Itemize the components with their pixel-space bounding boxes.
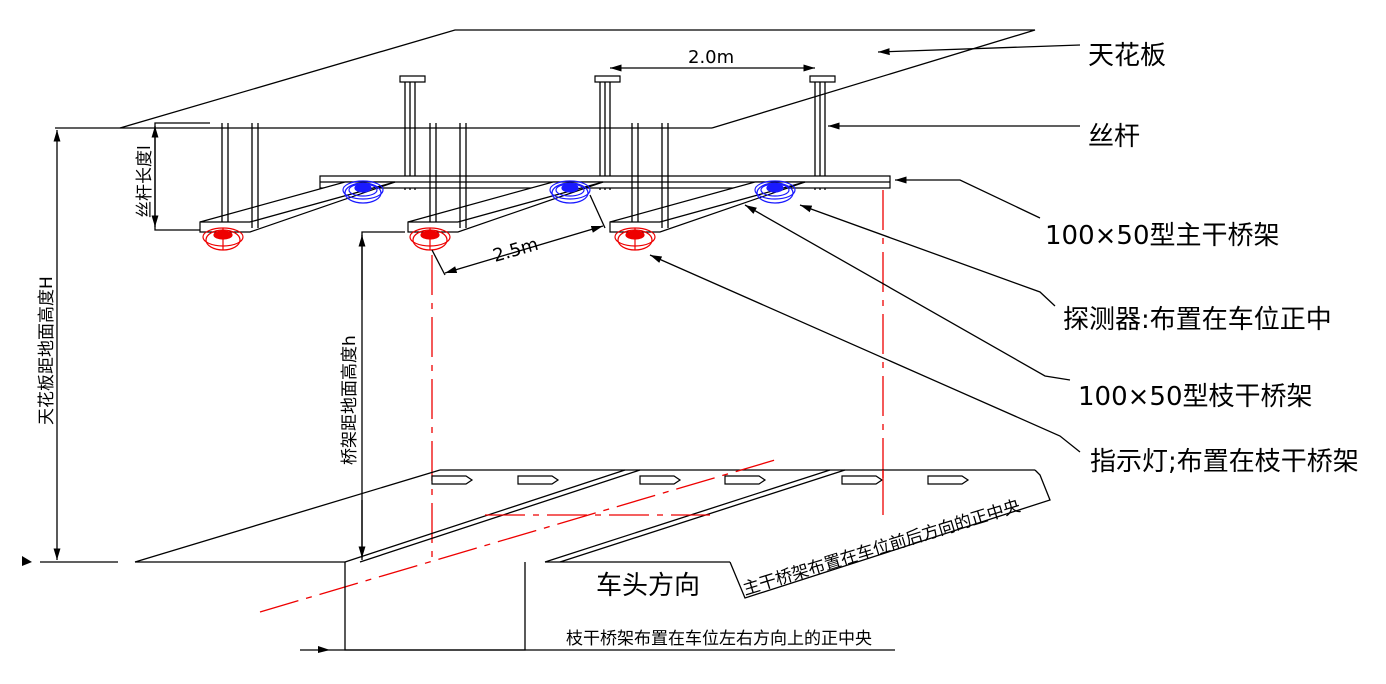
rod-length-label: 丝杆长度l	[135, 145, 155, 218]
ceiling-plane	[55, 29, 1036, 129]
branch-tray	[407, 123, 604, 233]
tray-height-dimension: 桥架距地面高度h	[340, 231, 405, 560]
branch-tray-note: 枝干桥架布置在车位左右方向上的正中央	[566, 629, 872, 649]
rods-main	[399, 75, 836, 190]
vehicle-direction-label: 车头方向	[596, 571, 700, 601]
indicator-light-icon	[614, 227, 656, 251]
branch-tray	[609, 123, 806, 233]
floor-plane	[134, 459, 1051, 653]
wheel-stops	[431, 475, 970, 485]
detector-icon	[342, 180, 384, 204]
main-tray-note: 主干桥架布置在车位前后方向的正中央	[741, 496, 1023, 600]
detector-icon	[549, 180, 591, 204]
callouts: 天花板 丝杆 100×50型主干桥架 探测器:布置在车位正中 100×50型枝干…	[649, 41, 1359, 477]
detectors	[342, 180, 796, 204]
indicator-label: 指示灯;布置在枝干桥架	[1090, 447, 1359, 477]
tray-height-label: 桥架距地面高度h	[340, 335, 360, 465]
rod-spacing-dimension: 2.0m	[610, 47, 815, 72]
branch-trays	[199, 123, 806, 233]
ceiling-height-label: 天花板距地面高度H	[37, 276, 57, 425]
ceiling-height-dimension: 天花板距地面高度H	[22, 130, 118, 566]
detector-icon	[754, 180, 796, 204]
indicators	[202, 227, 656, 251]
detector-label: 探测器:布置在车位正中	[1063, 305, 1332, 335]
rod-spacing-label: 2.0m	[688, 47, 734, 68]
branch-tray-label: 100×50型枝干桥架	[1078, 382, 1313, 412]
branch-spacing-label: 2.5m	[491, 234, 541, 267]
ceiling-label: 天花板	[1088, 41, 1166, 71]
indicator-light-icon	[202, 227, 244, 251]
rod-label: 丝杆	[1088, 122, 1140, 152]
main-tray-label: 100×50型主干桥架	[1045, 221, 1280, 251]
rod-length-dimension: 丝杆长度l	[135, 122, 210, 231]
